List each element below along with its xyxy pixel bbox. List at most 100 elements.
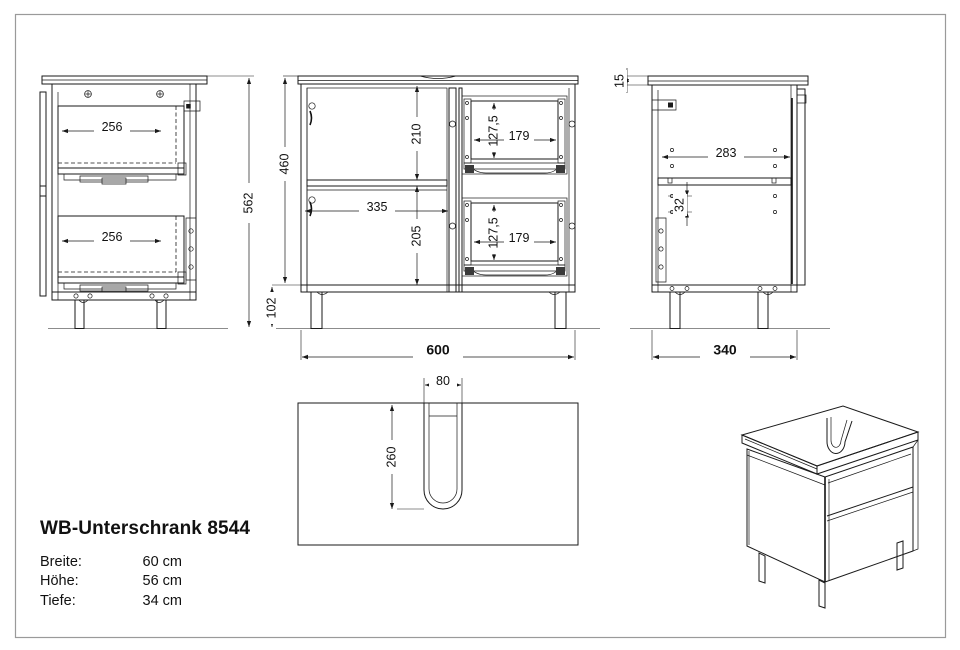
dim-210-text: 210 <box>409 124 423 145</box>
spec-label-breite: Breite: <box>40 554 82 570</box>
side-hinge-hole-1 <box>658 228 664 234</box>
front-du-hole-5 <box>559 116 563 120</box>
hole-l2 <box>670 164 674 168</box>
side-shelf-pin-left <box>667 177 673 184</box>
dim-256-upper-arrow-left <box>62 128 68 134</box>
front-drawer-upper-frame <box>461 95 568 175</box>
iso-top-edge-hint <box>744 438 818 470</box>
dim-256-upper-textbg <box>94 120 130 135</box>
dim-179-lower-textbg <box>504 231 534 247</box>
iso-leg-front-left <box>758 552 766 584</box>
dim-179-upper: 179 <box>474 129 556 145</box>
hole-r1 <box>773 148 777 152</box>
leg-left <box>74 299 85 329</box>
leg-mount-hole-2 <box>87 293 93 299</box>
siphon-cutout-outer <box>423 403 463 510</box>
front-leg-left <box>310 291 323 329</box>
front-edge-strip-lower <box>39 195 47 297</box>
spec-value-tiefe: 34 cm <box>142 592 183 609</box>
dim-179-lower-arrow-right <box>550 239 556 245</box>
hinge-plate <box>185 217 197 281</box>
dim-460: 460 <box>272 75 301 286</box>
cam-fitting-group <box>84 90 164 98</box>
dim-335-textbg <box>359 200 395 215</box>
side-leg-hole-2 <box>684 286 690 291</box>
iso-door-top-reveal <box>746 454 826 486</box>
side-bracket-top-pin <box>668 102 673 108</box>
front-partition-edge <box>458 87 463 293</box>
spec-list: Breite: 60 cm Höhe: 56 cm Tiefe: 34 cm <box>40 553 250 611</box>
dim-80: 80 <box>423 374 463 403</box>
front-leg-right <box>554 291 567 329</box>
side-leg-hole-4 <box>772 286 778 291</box>
dim-32-textbg <box>673 194 687 216</box>
dim-283-text: 283 <box>716 146 737 160</box>
dim-600-arrow-right <box>568 354 574 360</box>
spec-value-breite: 60 cm <box>142 554 183 570</box>
upper-drawer-box <box>57 105 185 169</box>
front-drawer-lower <box>449 197 576 277</box>
dim-600-textbg <box>413 343 463 361</box>
lower-drawer-box <box>57 215 185 278</box>
dim-1275-lower-arrow-top <box>491 205 497 211</box>
front-dl-clip-left <box>465 267 474 275</box>
side-hinge-plate <box>655 217 667 283</box>
front-dl-cam-right <box>568 222 576 230</box>
dim-562: 562 <box>207 75 257 327</box>
dim-260: 260 <box>384 405 424 510</box>
view-left-elevation: 256 256 562 <box>39 75 257 329</box>
lower-drawer-base <box>57 276 185 284</box>
front-dl-hole-2 <box>465 218 469 222</box>
dim-205-arrow-top <box>414 186 420 192</box>
hole-r3 <box>773 194 777 198</box>
dim-256-lower-arrow-right <box>155 238 161 244</box>
front-du-hole-6 <box>559 155 563 159</box>
hinge-hole-1 <box>188 228 194 234</box>
dim-1275-lower-arrow-bottom <box>491 254 497 260</box>
dim-179-lower: 179 <box>474 231 556 247</box>
product-title: WB-Unterschrank 8544 <box>40 518 251 539</box>
iso-leg-front-center <box>818 579 826 609</box>
bracket-top <box>183 100 201 112</box>
front-drawer-lower-underpanel <box>469 267 560 276</box>
dim-335: 335 <box>305 200 448 215</box>
side-leg-right <box>757 291 769 329</box>
front-bottom-panel <box>300 284 576 293</box>
dim-15-textbg <box>613 70 627 92</box>
dim-1275-upper-text: 127,5 <box>486 115 500 146</box>
dim-256-lower: 256 <box>62 230 161 245</box>
cam-fitting-1 <box>84 90 92 98</box>
front-drawer-upper-bottom-rail <box>463 162 566 170</box>
dim-562-textbg <box>241 183 257 223</box>
upper-drawer-coupler <box>101 177 127 185</box>
front-drawer-upper-rail-left <box>463 98 472 164</box>
side-carcass <box>651 84 798 293</box>
front-du-hole-2 <box>465 116 469 120</box>
spec-label-tiefe: Tiefe: <box>40 592 76 609</box>
dim-562-arrow-top <box>246 78 252 84</box>
upper-drawer-rear-bracket <box>177 162 187 176</box>
dim-600-text: 600 <box>426 342 450 358</box>
dim-562-arrow-bottom <box>246 321 252 327</box>
dim-205-text: 205 <box>409 226 423 247</box>
title-block: WB-Unterschrank 8544 Breite: 60 cm Höhe:… <box>40 518 250 611</box>
side-shelf <box>657 177 792 186</box>
lower-drawer-rear-bracket <box>177 271 187 285</box>
view-front-elevation: 210 205 335 <box>264 75 600 361</box>
view-side-elevation: 15 283 32 <box>612 68 830 361</box>
dim-1275-upper-arrow-top <box>491 103 497 109</box>
side-leg-hole-1 <box>669 286 675 291</box>
leg-cap-1 <box>78 299 89 303</box>
spec-row-hoehe: Höhe: 56 cm <box>40 572 250 591</box>
dim-179-lower-arrow-left <box>474 239 480 245</box>
carcass-outline <box>51 83 197 301</box>
dim-340-textbg <box>700 343 750 361</box>
front-drawer-lower-rail-right <box>557 200 566 266</box>
spec-value-hoehe: 56 cm <box>142 573 183 590</box>
front-mid-partition <box>448 87 457 293</box>
front-drawer-upper <box>449 95 576 175</box>
hole-r4 <box>773 210 777 214</box>
cam-fitting-1-cross <box>85 91 91 97</box>
lower-drawer-runner <box>63 282 177 290</box>
dim-210-arrow-bottom <box>414 174 420 180</box>
